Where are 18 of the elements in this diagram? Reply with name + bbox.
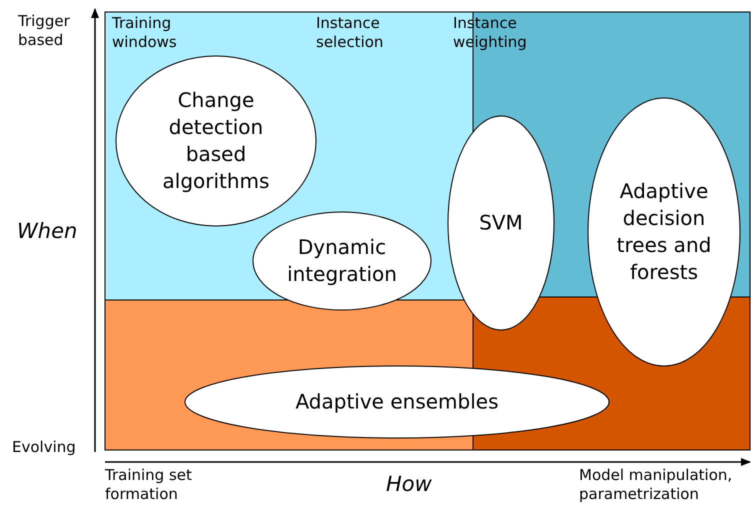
ellipse-node	[447, 115, 555, 331]
node-label: Dynamic integration	[286, 234, 398, 288]
node-label: Change detection based algorithms	[162, 87, 270, 195]
ellipse-node	[587, 97, 741, 367]
node-label: Adaptive ensembles	[294, 388, 500, 416]
axis-end-label: Training set formation	[105, 466, 193, 504]
region-label: Instance selection	[316, 14, 384, 52]
ellipse-node	[115, 55, 317, 227]
axis-end-label: Evolving	[12, 438, 77, 457]
axis-end-label: Trigger based	[18, 12, 71, 50]
axis-title: How	[386, 471, 433, 497]
ellipse-node	[252, 211, 432, 311]
node-label: Adaptive decision trees and forests	[616, 178, 712, 286]
ellipse-node	[184, 365, 610, 439]
node-label: SVM	[478, 210, 524, 236]
axis-title: When	[17, 218, 78, 244]
axis-end-label: Model manipulation, parametrization	[579, 466, 734, 504]
region-label: Training windows	[112, 14, 178, 52]
